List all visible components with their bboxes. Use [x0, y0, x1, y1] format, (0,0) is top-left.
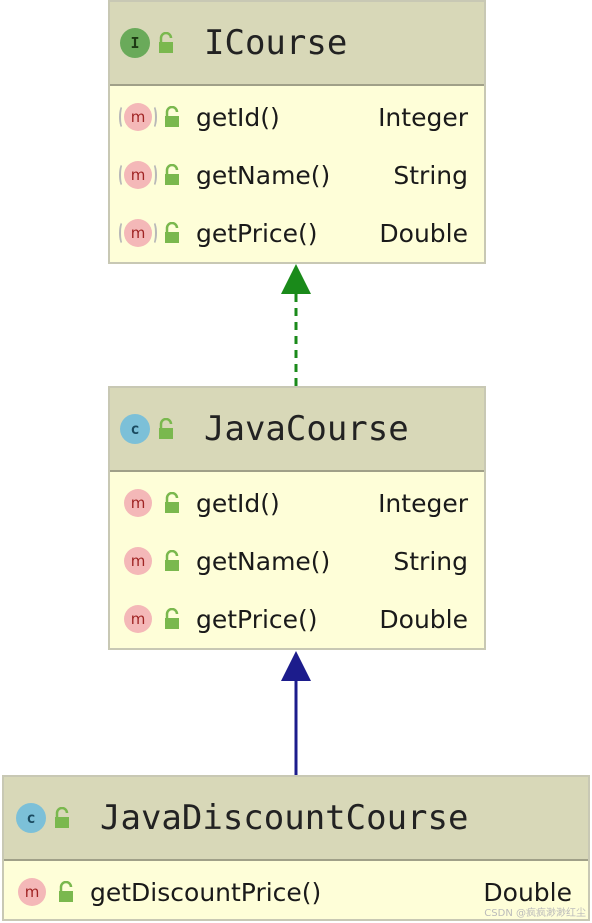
watermark: CSDN @疯疯渺渺红尘 [484, 908, 586, 919]
javadiscountcourse-header[interactable]: c JavaDiscountCourse [4, 777, 588, 861]
lock-open-icon [159, 418, 173, 439]
interface-icon: I [120, 28, 150, 58]
abstract-method-icon: m [119, 103, 157, 131]
javacourse-methods: m getId() Integer m getName() String m g… [110, 472, 484, 648]
method-name: getName() [196, 546, 331, 576]
method-return-type: Integer [378, 102, 468, 132]
method-return-type: Double [483, 877, 572, 907]
lock-open-icon [165, 164, 179, 185]
method-name: getName() [196, 160, 331, 190]
method-return-type: String [393, 546, 468, 576]
method-icon: m [124, 489, 152, 517]
method-row[interactable]: m getDiscountPrice() Double [4, 863, 588, 921]
method-icon: m [124, 605, 152, 633]
method-row[interactable]: m getName() String [110, 146, 484, 204]
icourse-header[interactable]: I ICourse [110, 2, 484, 86]
method-name: getId() [196, 488, 280, 518]
javacourse-class-box[interactable]: c JavaCourse m getId() Integer m getName… [108, 386, 486, 650]
class-name: ICourse [204, 23, 348, 63]
method-name: getId() [196, 102, 280, 132]
abstract-method-icon: m [119, 161, 157, 189]
abstract-method-icon: m [119, 219, 157, 247]
class-icon: c [16, 803, 46, 833]
method-return-type: Double [379, 218, 468, 248]
method-row[interactable]: m getName() String [110, 532, 484, 590]
method-return-type: Double [379, 604, 468, 634]
lock-open-icon [165, 106, 179, 127]
lock-open-icon [159, 32, 173, 53]
javacourse-header[interactable]: c JavaCourse [110, 388, 484, 472]
lock-open-icon [165, 492, 179, 513]
extends-arrowhead [281, 651, 311, 681]
implements-arrowhead [281, 264, 311, 294]
method-return-type: String [393, 160, 468, 190]
lock-open-icon [165, 222, 179, 243]
method-row[interactable]: m getId() Integer [110, 474, 484, 532]
class-icon: c [120, 414, 150, 444]
lock-open-icon [59, 881, 73, 902]
method-icon: m [18, 878, 46, 906]
icourse-methods: m getId() Integer m getName() String m g… [110, 86, 484, 262]
javadiscountcourse-methods: m getDiscountPrice() Double [4, 861, 588, 921]
method-icon: m [124, 547, 152, 575]
method-row[interactable]: m getPrice() Double [110, 590, 484, 648]
javadiscountcourse-class-box[interactable]: c JavaDiscountCourse m getDiscountPrice(… [2, 775, 590, 921]
class-name: JavaDiscountCourse [100, 798, 469, 838]
icourse-interface-box[interactable]: I ICourse m getId() Integer m getName() … [108, 0, 486, 264]
lock-open-icon [165, 608, 179, 629]
method-name: getDiscountPrice() [90, 877, 322, 907]
method-name: getPrice() [196, 218, 318, 248]
method-row[interactable]: m getPrice() Double [110, 204, 484, 262]
method-name: getPrice() [196, 604, 318, 634]
method-row[interactable]: m getId() Integer [110, 88, 484, 146]
lock-open-icon [55, 807, 69, 828]
lock-open-icon [165, 550, 179, 571]
method-return-type: Integer [378, 488, 468, 518]
class-name: JavaCourse [204, 409, 409, 449]
